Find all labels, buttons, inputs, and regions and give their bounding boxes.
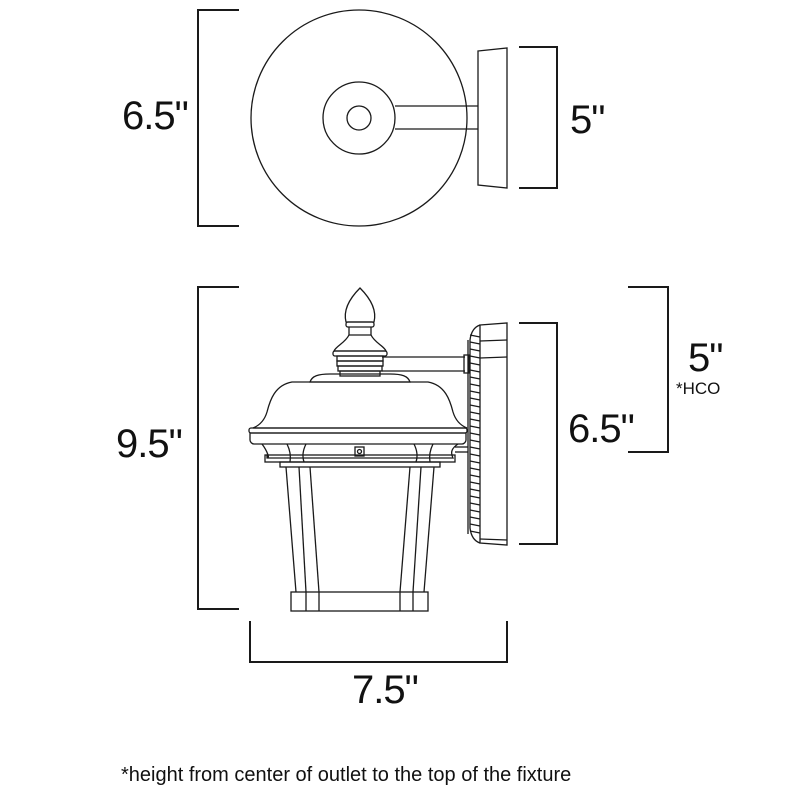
height-label: 9.5" — [116, 422, 183, 466]
height-bracket — [197, 286, 239, 610]
hco-marker: *HCO — [676, 379, 721, 398]
backplate-top — [477, 47, 508, 189]
hco-bracket — [628, 286, 669, 453]
top-view — [197, 9, 558, 227]
shade-outline — [250, 9, 468, 227]
finial-outer — [322, 81, 396, 155]
top-width-bracket — [197, 9, 239, 227]
backplate-bracket — [519, 322, 558, 545]
top-backplate-label: 5" — [570, 98, 605, 142]
key-lock-icon — [354, 446, 365, 457]
backplate-height-label: 6.5" — [568, 407, 635, 451]
footnote: *height from center of outlet to the top… — [121, 764, 572, 786]
top-backplate-bracket — [519, 46, 558, 189]
front-view — [197, 286, 669, 663]
width-label: 7.5" — [352, 668, 419, 712]
width-bracket — [249, 621, 508, 663]
hco-label: 5" — [688, 336, 723, 380]
finial-inner — [346, 105, 372, 131]
top-width-label: 6.5" — [122, 94, 189, 138]
